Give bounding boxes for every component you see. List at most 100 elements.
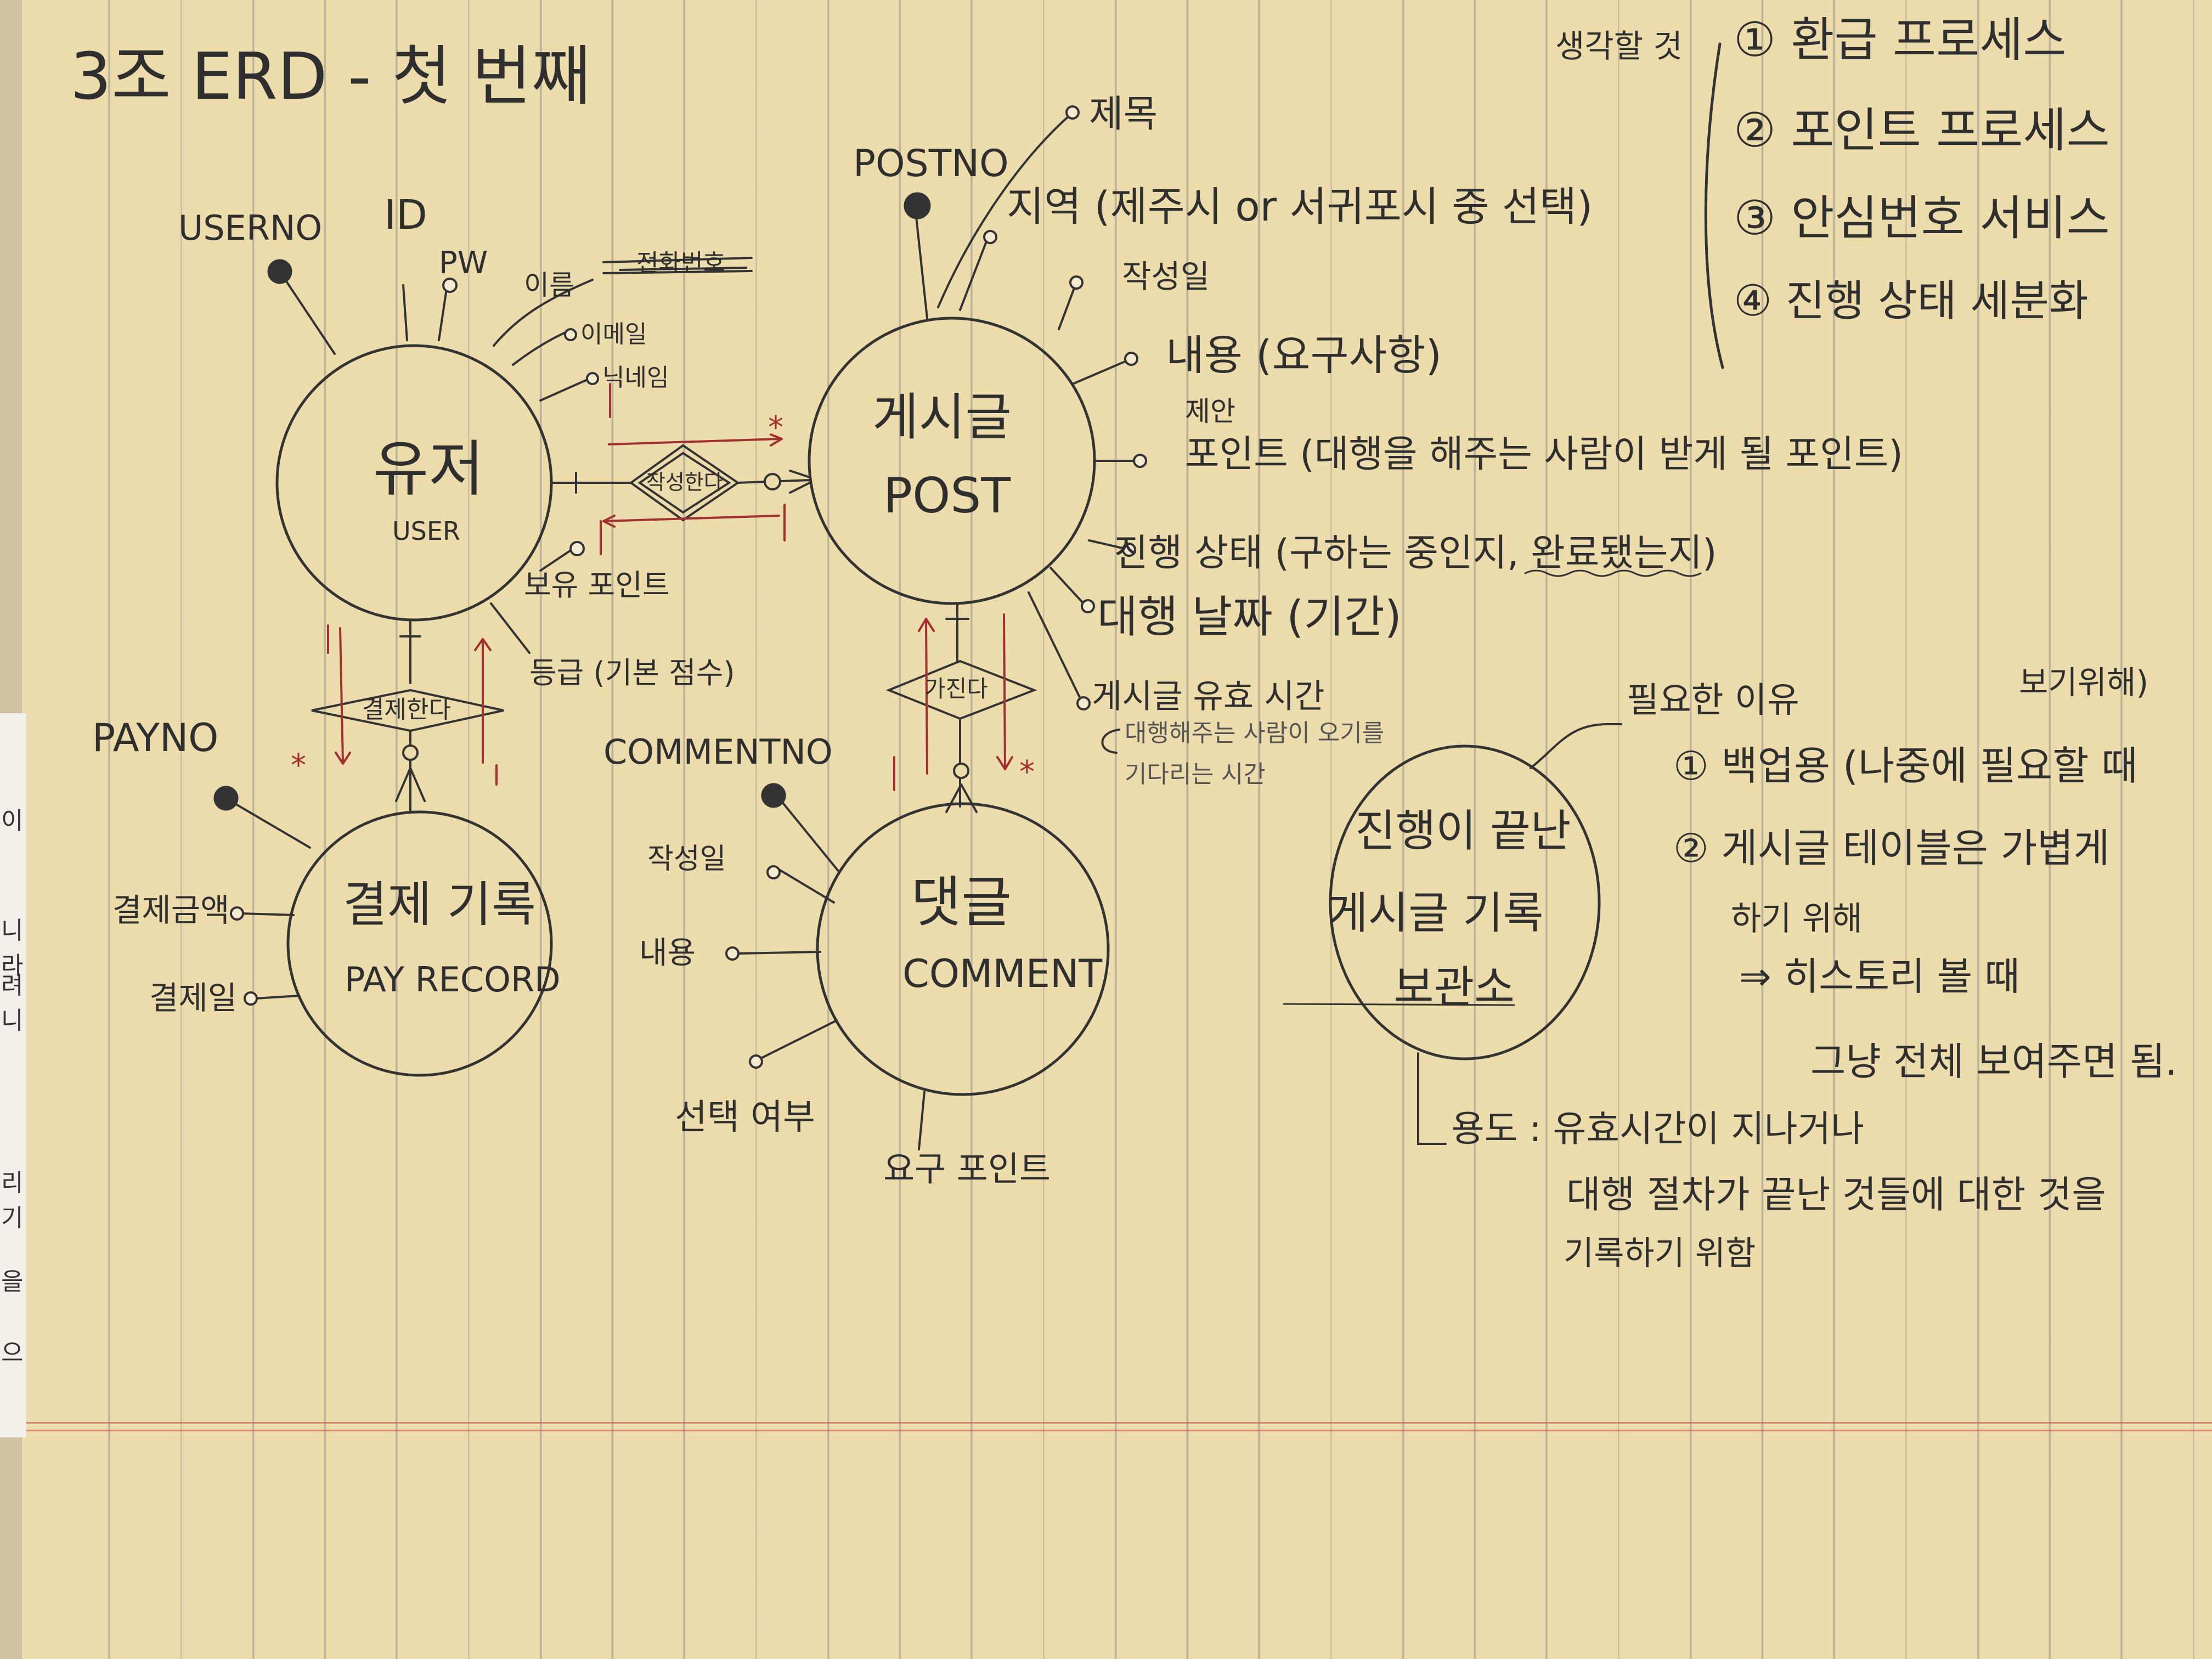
lined-paper <box>22 0 2212 1659</box>
post-attr-title: 제목 <box>1089 93 1158 136</box>
user-key-label: USERNO <box>178 208 323 248</box>
entity-user-name: 유저 <box>373 434 484 504</box>
relation-post-comment-label: 가진다 <box>924 675 988 702</box>
scrap-text: 으 <box>1 1339 24 1367</box>
archive-line-2: 게시글 기록 <box>1328 888 1544 939</box>
paper-margin-line <box>22 1422 2212 1424</box>
scrap-text: 리기 <box>1 1169 24 1232</box>
scrap-text: 니라 <box>1 917 24 980</box>
post-attribute-dots <box>983 105 1147 710</box>
archive-usage: 용도 : 유효시간이 지나거나 <box>1451 1108 1865 1150</box>
user-attr-name: 이름 <box>524 269 574 301</box>
user-attr-pw: PW <box>439 245 488 281</box>
post-attribute-lines <box>915 114 1137 701</box>
archive-notes-heading: 필요한 이유 <box>1627 680 1799 721</box>
comment-attribute-dots <box>725 865 781 1069</box>
cardinality-many-marker: * <box>768 410 783 445</box>
post-attr-content: 내용 (요구사항) <box>1166 331 1442 380</box>
comment-attr-created: 작성일 <box>647 843 726 876</box>
entity-post-name: 게시글 <box>872 388 1012 447</box>
scrap-text: 이 <box>1 807 24 835</box>
user-attr-nickname: 닉네임 <box>602 364 669 392</box>
archive-reason: 하기 위해 <box>1731 900 1863 938</box>
entity-comment-name: 댓글 <box>911 870 1012 934</box>
archive-reason: 그냥 전체 보여주면 됨. <box>1810 1039 2177 1084</box>
wavy-underline <box>1524 569 1702 577</box>
entity-payrecord-shape <box>286 810 553 1077</box>
user-attr-points: 보유 포인트 <box>524 568 670 602</box>
archive-reason: ⇒ 히스토리 볼 때 <box>1739 954 2020 999</box>
user-attribute-dots <box>442 278 599 556</box>
scrap-text: 려니 <box>1 972 24 1035</box>
archive-connector-lines <box>1417 723 1622 1145</box>
side-notes-bracket <box>1704 42 1724 369</box>
relation-user-pay <box>311 619 504 813</box>
entity-comment-sub: COMMENT <box>902 951 1103 996</box>
user-attribute-lines <box>284 267 747 654</box>
user-attr-grade: 등급 (기본 점수) <box>529 656 735 690</box>
relation-user-pay-label: 결제한다 <box>362 696 451 724</box>
comment-key-label: COMMENTNO <box>603 732 833 772</box>
post-attr-points: 포인트 (대행을 해주는 사람이 받게 될 포인트) <box>1185 433 1903 476</box>
side-note-item: ④ 진행 상태 세분화 <box>1734 276 2089 326</box>
struck-attribute-lines <box>602 257 753 274</box>
entity-post-sub: POST <box>883 467 1011 524</box>
post-attr-status: 진행 상태 (구하는 중인지, 완료됐는지) <box>1114 532 1717 575</box>
payrecord-key-label: PAYNO <box>92 715 219 760</box>
relation-post-comment-arrows <box>893 613 1013 791</box>
archive-shape <box>1329 744 1601 1060</box>
user-attr-struck: 전화번호 <box>636 249 725 277</box>
comment-attr-content: 내용 <box>639 935 696 971</box>
post-waiting-note-hook <box>1101 729 1120 754</box>
entity-payrecord-sub: PAY RECORD <box>345 960 561 1000</box>
underline <box>1283 1003 1515 1006</box>
archive-reason: ② 게시글 테이블은 가볍게 <box>1673 825 2110 871</box>
post-key-label: POSTNO <box>853 142 1009 185</box>
archive-reason: ① 백업용 (나중에 필요할 때 <box>1673 743 2138 789</box>
scrap-text: 을 <box>1 1268 24 1296</box>
post-attr-region: 지역 (제주시 or 서귀포시 중 선택) <box>1007 183 1593 230</box>
post-attr-wait-note-1: 대행해주는 사람이 오기를 <box>1125 719 1385 747</box>
entity-post-shape <box>808 317 1096 605</box>
archive-line-3: 보관소 <box>1393 962 1515 1013</box>
post-key-dot <box>904 192 931 219</box>
post-attr-suggest: 제안 <box>1185 396 1235 427</box>
comment-key-dot <box>761 783 786 808</box>
payrecord-key-dot <box>213 786 239 811</box>
relation-user-post-arrows <box>600 383 786 555</box>
entity-payrecord-name: 결제 기록 <box>343 876 536 933</box>
payrecord-attr-date: 결제일 <box>149 979 238 1017</box>
archive-usage: 대행 절차가 끝난 것들에 대한 것을 <box>1566 1173 2106 1217</box>
post-attr-created: 작성일 <box>1122 258 1210 295</box>
left-paper-scrap: 이 니라 려니 리기 을 으 <box>0 713 26 1437</box>
comment-attr-selected: 선택 여부 <box>675 1097 815 1138</box>
entity-comment-shape <box>816 802 1110 1096</box>
page-title: 3조 ERD - 첫 번째 <box>70 38 591 114</box>
payrecord-attr-amount: 결제금액 <box>112 891 230 929</box>
payrecord-attribute-dots <box>230 906 258 1006</box>
relation-post-comment <box>885 602 1037 813</box>
cardinality-many-marker: * <box>291 748 306 783</box>
payrecord-attribute-lines <box>229 800 311 1000</box>
side-note-item: ② 포인트 프로세스 <box>1734 103 2110 158</box>
user-key-dot <box>267 259 292 284</box>
post-attr-valid-time: 게시글 유효 시간 <box>1092 678 1325 716</box>
paper-margin-line <box>22 1430 2212 1431</box>
post-attr-date: 대행 날짜 (기간) <box>1097 591 1402 642</box>
relation-user-post <box>550 444 812 522</box>
user-attr-id: ID <box>384 191 427 239</box>
archive-line-1: 진행이 끝난 <box>1355 805 1571 856</box>
side-notes-heading: 생각할 것 <box>1555 27 1683 65</box>
cardinality-many-marker: * <box>1019 754 1035 790</box>
relation-user-post-label: 작성한다 <box>646 470 723 494</box>
post-attr-wait-note-2: 기다리는 시간 <box>1125 760 1266 788</box>
side-note-item: ③ 안심번호 서비스 <box>1734 191 2110 246</box>
archive-usage: 기록하기 위함 <box>1564 1234 1756 1273</box>
comment-attribute-lines <box>737 797 926 1150</box>
entity-user-sub: USER <box>392 516 460 546</box>
side-note-item: ① 환급 프로세스 <box>1734 13 2067 67</box>
comment-attr-req-points: 요구 포인트 <box>883 1149 1051 1189</box>
relation-user-pay-arrows <box>327 624 498 786</box>
archive-notes-heading-end: 보기위해) <box>2019 664 2149 701</box>
